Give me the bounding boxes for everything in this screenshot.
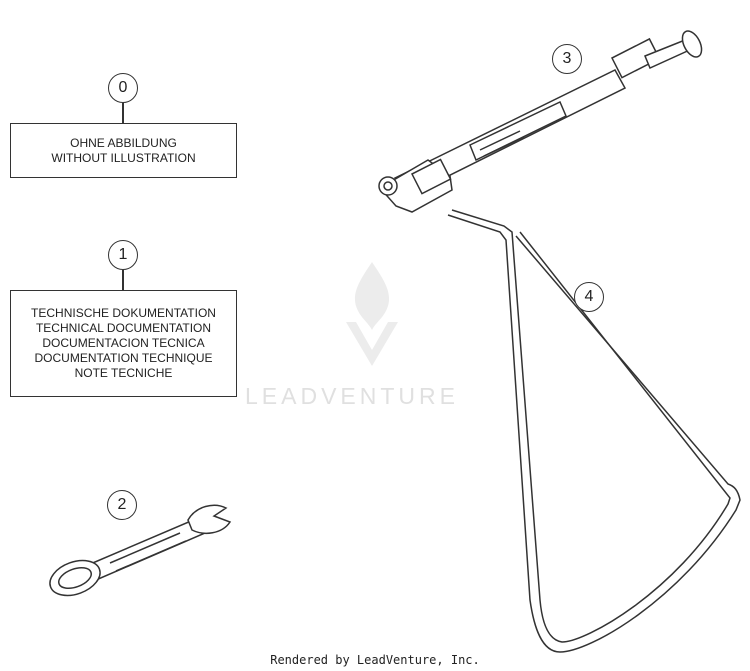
callout-0: 0 [108, 73, 138, 103]
stand-illustration [447, 209, 741, 653]
torque-wrench-illustration [378, 30, 703, 213]
leader-0 [122, 103, 124, 123]
wrench-illustration [49, 504, 232, 597]
callout-4: 4 [574, 282, 604, 312]
note-line: NOTE TECNICHE [74, 366, 173, 380]
callout-2: 2 [107, 490, 137, 520]
note-line: TECHNICAL DOCUMENTATION [35, 321, 212, 335]
footer-credit: Rendered by LeadVenture, Inc. [270, 653, 480, 667]
note-line: DOCUMENTACION TECNICA [42, 336, 205, 350]
note-line: WITHOUT ILLUSTRATION [51, 150, 196, 165]
note-line: TECHNISCHE DOKUMENTATION [31, 306, 216, 320]
note-line: DOCUMENTATION TECHNIQUE [34, 351, 213, 365]
note-line: OHNE ABBILDUNG [70, 135, 177, 150]
note-box-technical-documentation: TECHNISCHE DOKUMENTATION TECHNICAL DOCUM… [10, 290, 237, 397]
note-box-without-illustration: OHNE ABBILDUNG WITHOUT ILLUSTRATION [10, 123, 237, 178]
leader-1 [122, 270, 124, 290]
watermark-text: LEADVENTURE [245, 383, 459, 409]
callout-3: 3 [552, 44, 582, 74]
callout-1: 1 [108, 240, 138, 270]
